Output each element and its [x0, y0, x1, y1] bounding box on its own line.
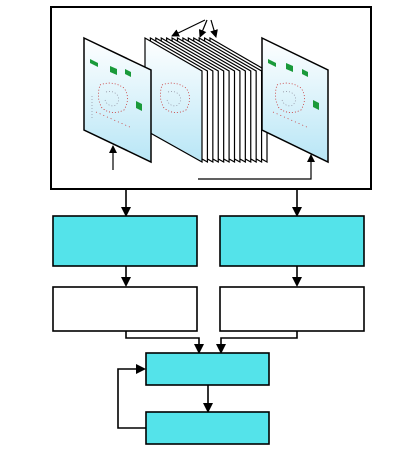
- rear-frame-markers: [268, 59, 319, 110]
- left-process-box: [52, 215, 198, 267]
- rear-frame-points: [272, 82, 310, 129]
- feedback-loop-arrow: [117, 364, 146, 429]
- left-output-box: [52, 286, 198, 332]
- rear-frame-pointer-arrow: [198, 154, 315, 180]
- right-output-box: [219, 286, 365, 332]
- feedback-box: [145, 411, 270, 445]
- stack-frame-points: [160, 82, 190, 113]
- rear-frame: [261, 36, 329, 164]
- right-process-box: [219, 215, 365, 267]
- front-frame: [83, 36, 152, 164]
- arrow-left-output-to-merge: [125, 331, 204, 354]
- frame-stack: [144, 36, 268, 164]
- stack-callout-arrows: [171, 19, 218, 38]
- front-frame-points: [91, 82, 133, 129]
- merge-box: [145, 352, 270, 386]
- arrow-right-output-to-merge: [216, 331, 298, 354]
- front-frame-markers: [90, 59, 142, 111]
- stack-frame-points: [166, 91, 181, 107]
